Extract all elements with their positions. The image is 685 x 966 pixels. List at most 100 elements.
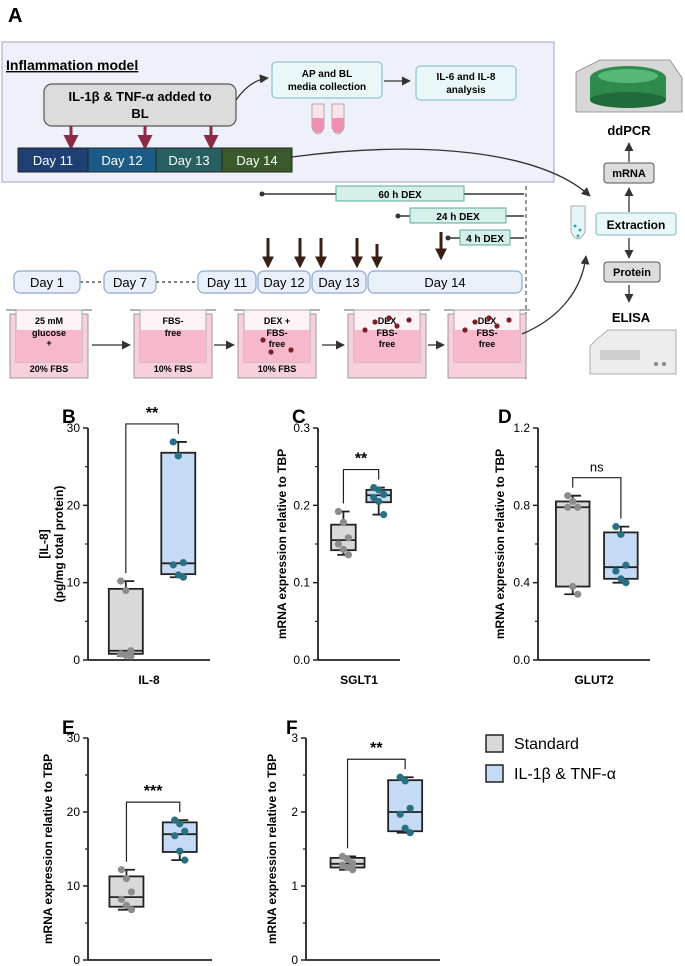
data-point [612, 523, 620, 531]
y-tick-label: 0 [73, 653, 80, 667]
cytokine-text-1: IL-1β & TNF-α added to [68, 89, 211, 104]
legend-label-standard: Standard [514, 736, 579, 753]
well-5: DEX FBS-free [444, 309, 530, 379]
data-point [348, 866, 357, 874]
extraction-tube-icon [570, 205, 586, 240]
well-text-bottom-1: 20% FBS [30, 364, 69, 374]
timeline-day-box-5 [311, 270, 367, 294]
significance-label: *** [144, 783, 163, 800]
legend-swatch-standard [485, 734, 504, 753]
legend-swatch-treated [485, 764, 504, 783]
data-point [370, 494, 378, 502]
dex-particle [372, 319, 378, 325]
data-point [569, 582, 577, 591]
y-tick-label: 30 [67, 731, 81, 745]
mrna-box [603, 162, 655, 184]
data-point [117, 577, 125, 585]
timeline-day-label-6: Day 14 [424, 275, 465, 290]
well-text-mid2-4: free [379, 339, 396, 349]
top-day-label-2: Day 12 [101, 153, 142, 168]
dex-bar-3 [459, 229, 511, 246]
well-text-top-5: DEX [478, 316, 497, 326]
box-standard [108, 866, 145, 914]
protein-box [603, 261, 661, 283]
box-treated [160, 438, 197, 581]
well-text-top-1: 25 mM [35, 316, 63, 326]
data-point [176, 820, 184, 828]
dex-particle [386, 315, 392, 321]
y-tick-label: 0.8 [513, 498, 530, 512]
significance-label: ** [146, 405, 159, 422]
well-text-mid-5: FBS- [477, 328, 498, 338]
data-point [117, 895, 126, 903]
timeline-day-box-3 [197, 270, 257, 294]
y-tick-label: 0.3 [293, 421, 310, 435]
timeline-day-box-6 [367, 270, 523, 294]
panel-letter-c: C [292, 407, 306, 428]
y-tick-label: 10 [67, 576, 81, 590]
extraction-label: Extraction [607, 218, 666, 232]
y-tick-label: 0 [73, 953, 80, 966]
data-point [348, 859, 357, 867]
well-text-top-3: DEX + [264, 316, 290, 326]
timeline-day-box-1 [13, 270, 81, 294]
y-axis-label: mRNA expression relative to TBP [275, 449, 289, 639]
dex-bar-2 [409, 207, 507, 224]
data-point [122, 901, 131, 909]
dex-bar-1 [335, 185, 465, 202]
data-point [181, 827, 189, 835]
data-point [406, 804, 414, 812]
dex-particle [362, 327, 368, 333]
x-axis-label: SGLT1 [340, 673, 378, 687]
mrna-label: mRNA [612, 168, 646, 180]
y-tick-label: 20 [67, 498, 81, 512]
significance-bracket [125, 801, 181, 862]
data-point [169, 438, 177, 446]
box-standard [555, 492, 591, 598]
y-axis-label: mRNA expression relative to TBP [265, 754, 279, 944]
dex-particle [506, 317, 512, 323]
data-point [127, 888, 136, 896]
significance-bracket [342, 468, 380, 504]
media-text-2: media collection [288, 82, 366, 93]
significance-label: ** [355, 451, 368, 468]
data-point [179, 573, 187, 581]
panel-letter-a: A [8, 5, 22, 27]
dex-particle [486, 315, 492, 321]
data-point [117, 866, 126, 874]
legend: Standard IL-1β & TNF-α [485, 734, 616, 783]
significance-label: ** [370, 740, 383, 757]
cytokine-box [43, 83, 237, 127]
box-treated [161, 816, 198, 864]
well-text-mid2-5: free [479, 339, 496, 349]
data-point [564, 492, 572, 500]
analysis-text-2: analysis [446, 85, 486, 96]
y-axis-label: mRNA expression relative to TBP [493, 449, 507, 639]
dex-particle [494, 323, 500, 329]
data-point [343, 855, 352, 863]
data-point [344, 551, 353, 559]
y-tick-label: 20 [67, 805, 81, 819]
well-text-bottom-2: 10% FBS [154, 364, 193, 374]
data-point [344, 534, 353, 542]
arrow-to-extraction-top [291, 148, 591, 197]
ddpcr-machine-icon [575, 59, 683, 113]
box-treated [603, 523, 639, 587]
data-point [169, 561, 177, 569]
significance-bracket [572, 477, 622, 519]
y-tick-label: 0 [291, 953, 298, 966]
y-tick-label: 0.2 [293, 498, 310, 512]
dex-particle [268, 349, 274, 355]
data-point [380, 511, 388, 519]
data-point [574, 503, 582, 511]
